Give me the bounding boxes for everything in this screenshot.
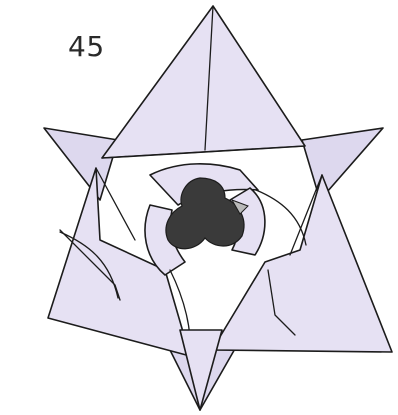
top-flap — [102, 6, 305, 158]
left-flap-fold — [96, 168, 135, 240]
back-right-point — [302, 128, 383, 200]
